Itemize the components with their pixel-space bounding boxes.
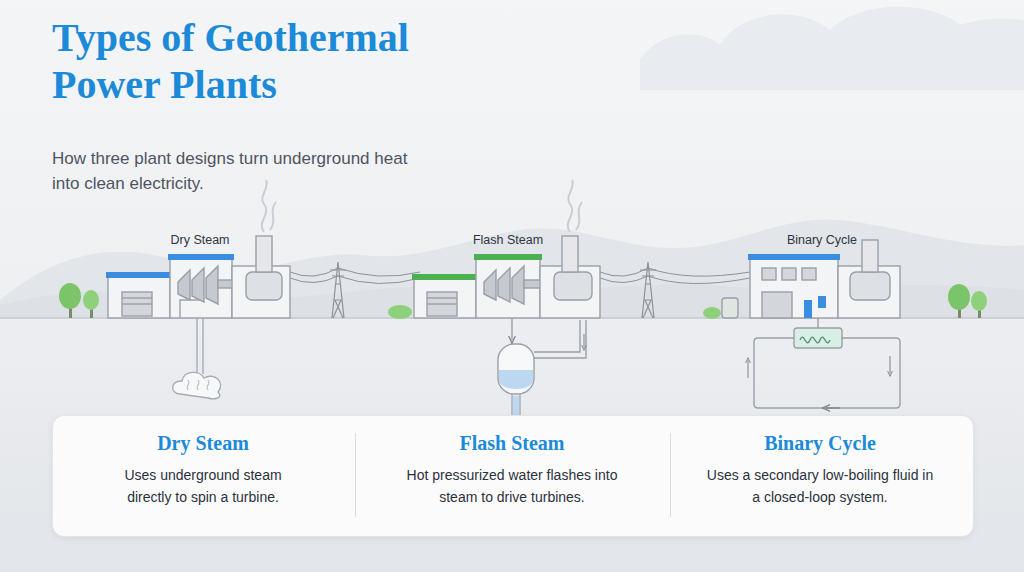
separator-tank xyxy=(499,370,533,389)
steam-well xyxy=(187,380,209,390)
binary-cycle-plant xyxy=(750,258,838,318)
binary-cycle-plant xyxy=(802,268,816,280)
dry-steam-plant xyxy=(122,292,152,316)
flash-steam-plant xyxy=(540,266,600,318)
binary-cycle-plant xyxy=(850,272,890,300)
separator-tank xyxy=(511,318,512,340)
hills xyxy=(0,219,1024,318)
trees xyxy=(388,305,412,319)
dry-steam-plant xyxy=(256,236,272,272)
flash-steam-plant xyxy=(412,274,478,280)
closed-loop xyxy=(748,318,900,408)
pylon xyxy=(640,262,656,318)
flash-steam-plant xyxy=(427,297,457,298)
plant-type-box: Dry SteamUses underground steam directly… xyxy=(58,426,348,512)
closed-loop xyxy=(890,356,891,374)
ground xyxy=(0,318,1024,572)
hills xyxy=(0,219,1024,318)
dry-steam-plant xyxy=(106,236,290,318)
binary-cycle-plant xyxy=(804,300,812,318)
plant-type-box: Binary CycleUses a secondary low-boiling… xyxy=(675,426,965,512)
closed-loop xyxy=(800,337,830,343)
power-lines xyxy=(290,268,420,276)
page-title: Types of Geothermal Power Plants xyxy=(52,14,482,108)
power-lines xyxy=(290,276,420,284)
trees xyxy=(971,291,987,311)
box-body: Uses underground steam directly to spin … xyxy=(101,464,306,508)
steam-well xyxy=(197,318,203,374)
binary-cycle-plant xyxy=(722,240,900,318)
binary-cycle-plant xyxy=(762,292,792,318)
flash-steam-plant xyxy=(562,236,578,272)
flash-steam-plant xyxy=(414,278,476,318)
flash-steam-plant xyxy=(474,254,542,260)
closed-loop xyxy=(826,407,840,408)
steam-plume xyxy=(262,180,276,232)
binary-cycle-plant xyxy=(818,296,826,308)
flash-steam-plant xyxy=(427,292,457,316)
separator-tank xyxy=(513,396,519,416)
binary-cycle-plant xyxy=(862,240,878,272)
pylon xyxy=(330,262,346,318)
closed-loop xyxy=(794,328,842,348)
flash-steam-plant xyxy=(412,236,600,318)
dry-steam-plant xyxy=(180,300,200,318)
flash-steam-plant xyxy=(554,272,592,300)
box-heading: Flash Steam xyxy=(368,430,656,456)
closed-loop xyxy=(817,318,818,328)
dry-steam-plant xyxy=(168,254,234,260)
binary-cycle-plant xyxy=(838,266,900,318)
box-body: Uses a secondary low-boiling fluid in a … xyxy=(704,464,936,508)
trees xyxy=(948,284,970,310)
dry-steam-plant xyxy=(178,266,218,304)
dry-steam-plant xyxy=(108,276,170,318)
flash-steam-plant xyxy=(484,266,524,304)
flash-steam-plant xyxy=(427,303,457,304)
steam-plume xyxy=(568,180,573,232)
separator-tank xyxy=(584,334,585,348)
plant-label: Binary Cycle xyxy=(787,233,857,247)
plant-type-box: Flash SteamHot pressurized water flashes… xyxy=(362,426,662,512)
trees xyxy=(59,283,81,309)
divider xyxy=(670,433,671,517)
steam-plume xyxy=(568,180,582,232)
dry-steam-plant xyxy=(232,266,290,318)
plant-label: Dry Steam xyxy=(170,233,229,247)
box-body: Hot pressurized water flashes into steam… xyxy=(396,464,628,508)
binary-cycle-plant xyxy=(722,298,738,318)
clouds xyxy=(640,7,1024,90)
binary-cycle-plant xyxy=(748,254,840,260)
plant-label: Flash Steam xyxy=(473,233,543,247)
box-heading: Binary Cycle xyxy=(681,430,959,456)
power-lines xyxy=(600,268,750,276)
power-lines xyxy=(600,276,750,284)
separator-tank xyxy=(534,320,586,358)
trees xyxy=(83,290,99,310)
closed-loop xyxy=(748,360,749,378)
steam-well xyxy=(173,318,221,399)
clouds xyxy=(640,7,1024,90)
steam-plume xyxy=(262,180,267,232)
subtitle: How three plant designs turn underground… xyxy=(52,146,422,196)
box-heading: Dry Steam xyxy=(64,430,342,456)
divider xyxy=(355,433,356,517)
binary-cycle-plant xyxy=(782,268,796,280)
steam-plume xyxy=(270,202,276,230)
trees xyxy=(703,307,721,319)
separator-tank xyxy=(498,344,534,394)
dry-steam-plant xyxy=(122,303,152,304)
dry-steam-plant xyxy=(122,297,152,298)
steam-plume xyxy=(576,202,582,230)
steam-well xyxy=(173,372,221,398)
binary-cycle-plant xyxy=(762,268,776,280)
dry-steam-plant xyxy=(246,272,282,300)
separator-tank xyxy=(534,320,580,352)
dry-steam-plant xyxy=(106,272,172,278)
closed-loop xyxy=(754,338,900,408)
